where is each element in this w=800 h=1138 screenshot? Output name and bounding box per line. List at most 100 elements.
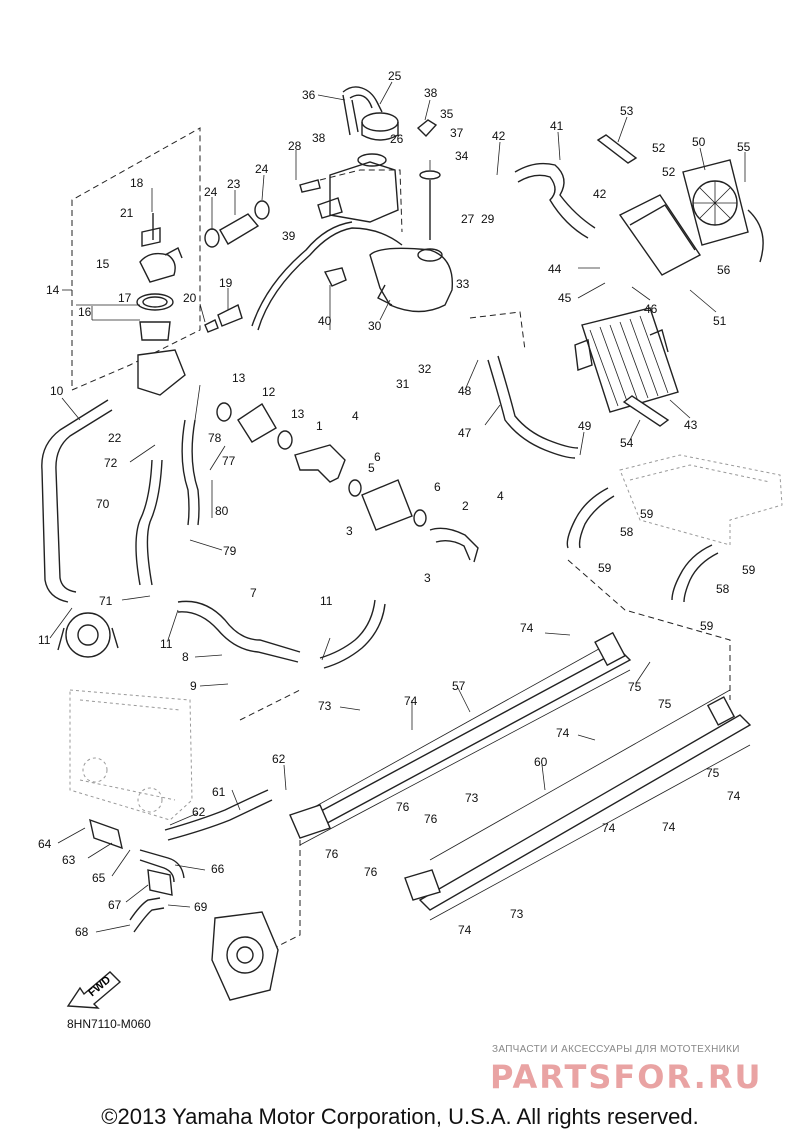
callout-25: 25 [388,69,402,83]
callout-57: 57 [452,679,466,693]
callout-38: 38 [424,86,438,100]
pipe-7 [177,600,301,653]
callout-40: 40 [318,314,332,328]
callout-18: 18 [130,176,144,190]
fan-shroud-56 [618,194,702,276]
rail-57 [289,631,632,846]
callout-42: 42 [593,187,607,201]
callout-24: 24 [255,162,269,176]
pipe-66 [139,849,185,879]
callout-45: 45 [558,291,572,305]
callout-74: 74 [602,821,616,835]
callout-60: 60 [534,755,548,769]
hose-41 [514,162,596,229]
diagram-code: 8HN7110-M060 [67,1017,151,1031]
callout-71: 71 [99,594,113,608]
callout-74: 74 [662,820,676,834]
callout-22: 22 [108,431,122,445]
callout-74: 74 [556,726,570,740]
callout-75: 75 [706,766,720,780]
callout-37: 37 [450,126,464,140]
callout-55: 55 [737,140,751,154]
hose-61 [164,789,269,831]
callout-19: 19 [219,276,233,290]
callout-50: 50 [692,135,706,149]
callout-17: 17 [118,291,132,305]
watermark-subtitle: ЗАПЧАСТИ И АКСЕССУАРЫ ДЛЯ МОТОТЕХНИКИ [492,1044,740,1055]
clip-40 [323,267,347,287]
callout-49: 49 [578,419,592,433]
callout-6: 6 [374,450,381,464]
callout-67: 67 [108,898,122,912]
radiator-43 [574,307,679,413]
hose-12 [216,402,293,450]
callout-13: 13 [232,371,246,385]
ghost-frame-reference [619,454,783,546]
hose-10 [41,399,109,603]
water-pump [57,612,119,658]
callout-74: 74 [404,694,418,708]
callout-59: 59 [742,563,756,577]
callout-11: 11 [160,637,173,651]
callout-21: 21 [120,206,134,220]
callout-63: 63 [62,853,76,867]
coolant-reservoir-assembly [299,86,441,240]
hose-39 [257,227,403,331]
callout-42: 42 [492,129,506,143]
callout-74: 74 [520,621,534,635]
callout-77: 77 [222,454,236,468]
callout-3: 3 [424,571,431,585]
pipe-5 [348,479,427,531]
callout-53: 53 [620,104,634,118]
hose-70 [135,459,153,586]
callout-36: 36 [302,88,316,102]
callout-47: 47 [458,426,472,440]
callout-32: 32 [418,362,432,376]
callout-58: 58 [620,525,634,539]
callout-8: 8 [182,650,189,664]
callout-16: 16 [78,305,92,319]
callout-73: 73 [465,791,479,805]
callout-52: 52 [652,141,666,155]
callout-4: 4 [497,489,504,503]
callout-26: 26 [390,132,404,146]
callout-4: 4 [352,409,359,423]
callout-80: 80 [215,504,229,518]
callout-74: 74 [727,789,741,803]
callout-72: 72 [104,456,118,470]
overflow-tank [369,247,454,313]
callout-48: 48 [458,384,472,398]
callout-59: 59 [700,619,714,633]
callout-76: 76 [325,847,339,861]
callout-24: 24 [204,185,218,199]
callout-59: 59 [640,507,654,521]
callout-76: 76 [424,812,438,826]
fan-motor-50 [682,159,764,263]
callout-76: 76 [396,800,410,814]
callout-1: 1 [316,419,323,433]
pipe-11 [319,599,376,659]
callout-70: 70 [96,497,110,511]
callout-2: 2 [462,499,469,513]
callout-43: 43 [684,418,698,432]
callout-23: 23 [227,177,241,191]
callout-27: 27 [461,212,475,226]
callout-46: 46 [644,302,658,316]
ghost-engine-reference [69,689,193,821]
callout-56: 56 [717,263,731,277]
callout-74: 74 [458,923,472,937]
strip-53 [596,134,638,164]
callout-78: 78 [208,431,222,445]
callout-76: 76 [364,865,378,879]
callout-5: 5 [368,461,375,475]
callout-54: 54 [620,436,634,450]
callout-28: 28 [288,139,302,153]
callout-75: 75 [658,697,672,711]
callout-9: 9 [190,679,197,693]
hose-47 [487,359,576,459]
callout-39: 39 [282,229,296,243]
callout-11: 11 [38,633,51,647]
callout-62: 62 [272,752,286,766]
hose-23-and-clamps [204,200,270,248]
